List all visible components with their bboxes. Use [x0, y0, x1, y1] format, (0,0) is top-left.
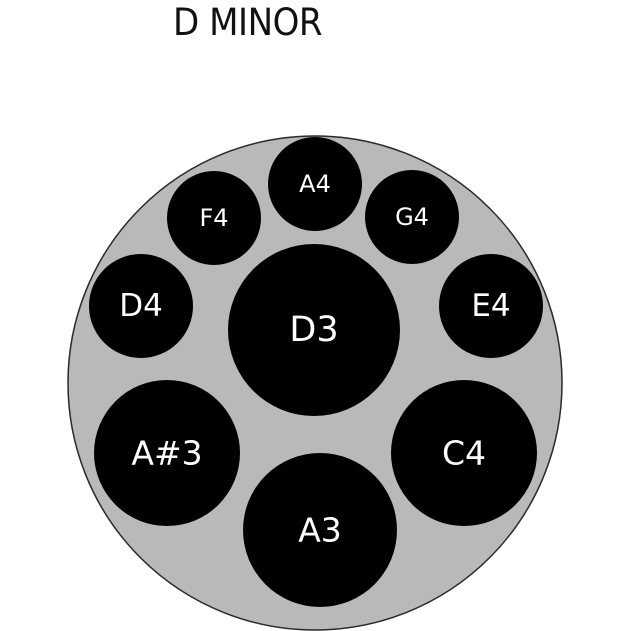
scale-title: D MINOR: [172, 1, 323, 44]
tone-field-as3[interactable]: [94, 380, 240, 526]
tone-field-g4[interactable]: [365, 170, 459, 264]
note-label-a3: A3: [298, 511, 342, 550]
tone-field-a4[interactable]: [268, 137, 362, 231]
tone-field-f4[interactable]: [167, 171, 261, 265]
tone-field-a3[interactable]: [243, 453, 397, 607]
note-label-a4: A4: [299, 170, 331, 198]
tone-field-d4[interactable]: [89, 254, 193, 358]
note-label-as3: A#3: [131, 434, 202, 473]
note-label-d4: D4: [119, 288, 163, 324]
tone-field-e4[interactable]: [439, 254, 543, 358]
note-label-g4: G4: [395, 203, 429, 231]
note-label-f4: F4: [199, 204, 228, 232]
note-label-c4: C4: [442, 434, 486, 473]
tone-field-c4[interactable]: [391, 380, 537, 526]
note-label-e4: E4: [471, 288, 510, 324]
tone-field-d3[interactable]: [228, 244, 400, 416]
note-label-d3: D3: [289, 310, 338, 350]
